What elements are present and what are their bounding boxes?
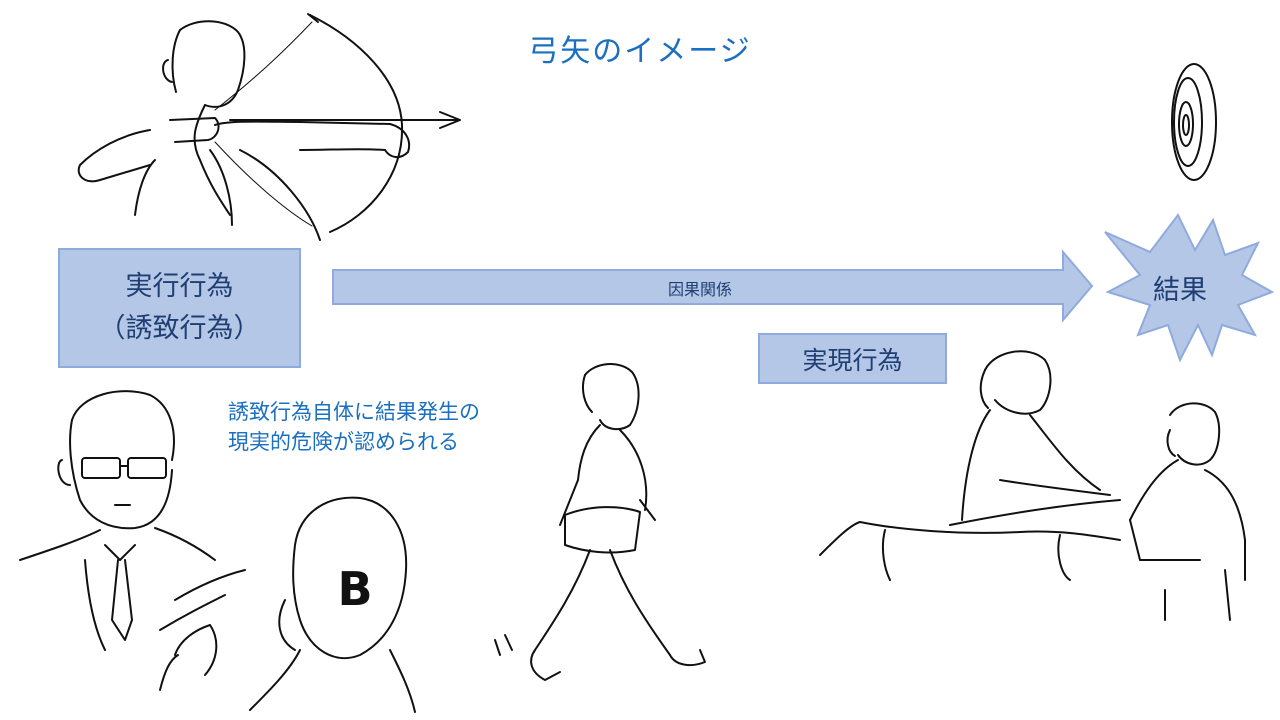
- causation-label: 因果関係: [667, 280, 732, 299]
- archer-sketch-icon: [77, 13, 461, 241]
- man-with-phone-sketch-icon: [19, 390, 246, 691]
- execution-act-label: 実行行為: [125, 271, 234, 302]
- nurse-and-patient-sketch-icon: [819, 350, 1246, 621]
- execution-act-box: 実行行為 （誘致行為）: [58, 248, 301, 368]
- realization-act-label: 実現行為: [802, 345, 903, 375]
- person-b-sketch-icon: [249, 496, 416, 713]
- result-label: 結果: [1153, 275, 1207, 306]
- page-title: 弓矢のイメージ: [528, 34, 752, 69]
- danger-note: 誘致行為自体に結果発生の 現実的危険が認められる: [228, 397, 480, 457]
- causation-arrow: [332, 249, 1094, 323]
- danger-note-line2: 現実的危険が認められる: [228, 430, 459, 454]
- realization-act-box: 実現行為: [758, 333, 947, 384]
- danger-note-line1: 誘致行為自体に結果発生の: [228, 400, 480, 424]
- person-b-label: B: [337, 562, 372, 616]
- target-sketch-icon: [1171, 63, 1217, 181]
- result-burst-shape: [1104, 213, 1275, 363]
- inducement-act-label: （誘致行為）: [98, 313, 261, 344]
- walking-woman-sketch-icon: [494, 363, 706, 681]
